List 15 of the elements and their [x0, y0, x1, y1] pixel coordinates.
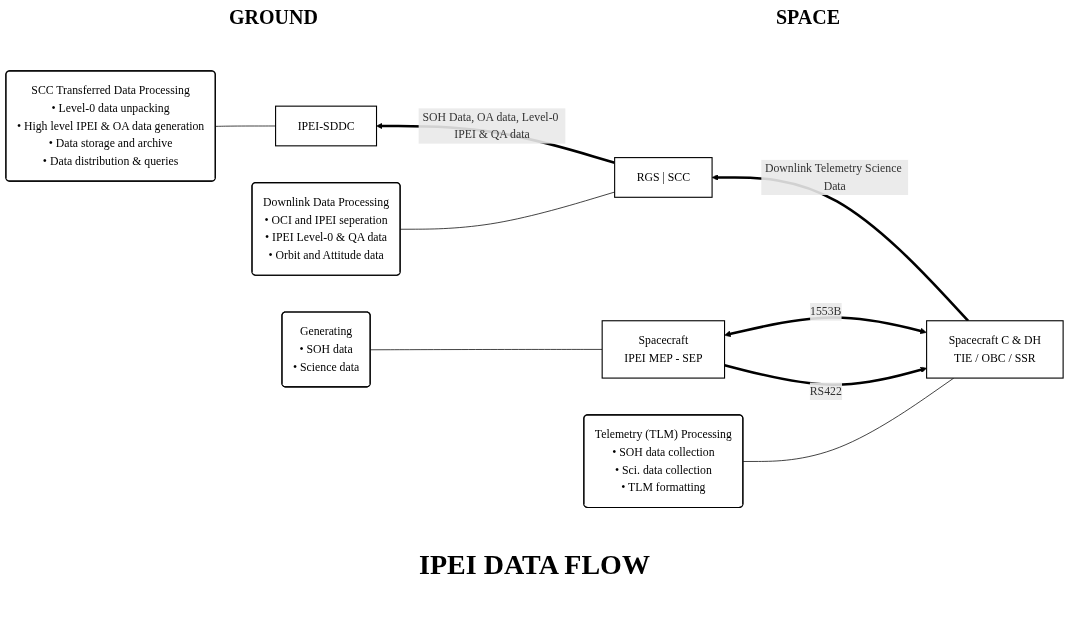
- node-box: IPEI-SDDC: [275, 105, 378, 147]
- edge-label: SOH Data, OA data, Level-0 IPEI & QA data: [422, 110, 559, 141]
- region-heading: GROUND: [229, 6, 318, 29]
- node-box: Spacecraft C & DH TIE / OBC / SSR: [926, 320, 1064, 379]
- edge-label: Downlink Telemetry Science Data: [764, 161, 902, 192]
- connector: [400, 191, 615, 230]
- connector: [742, 377, 955, 462]
- edge-label: 1553B: [810, 305, 842, 318]
- diagram-title: IPEI DATA FLOW: [418, 549, 651, 581]
- connector: [215, 125, 276, 127]
- node-box: Spacecraft IPEI MEP - SEP: [601, 320, 726, 379]
- connector: [370, 348, 603, 350]
- node-box: RGS | SCC: [614, 156, 713, 198]
- edge-label: RS422: [809, 384, 842, 397]
- region-heading: SPACE: [775, 6, 840, 29]
